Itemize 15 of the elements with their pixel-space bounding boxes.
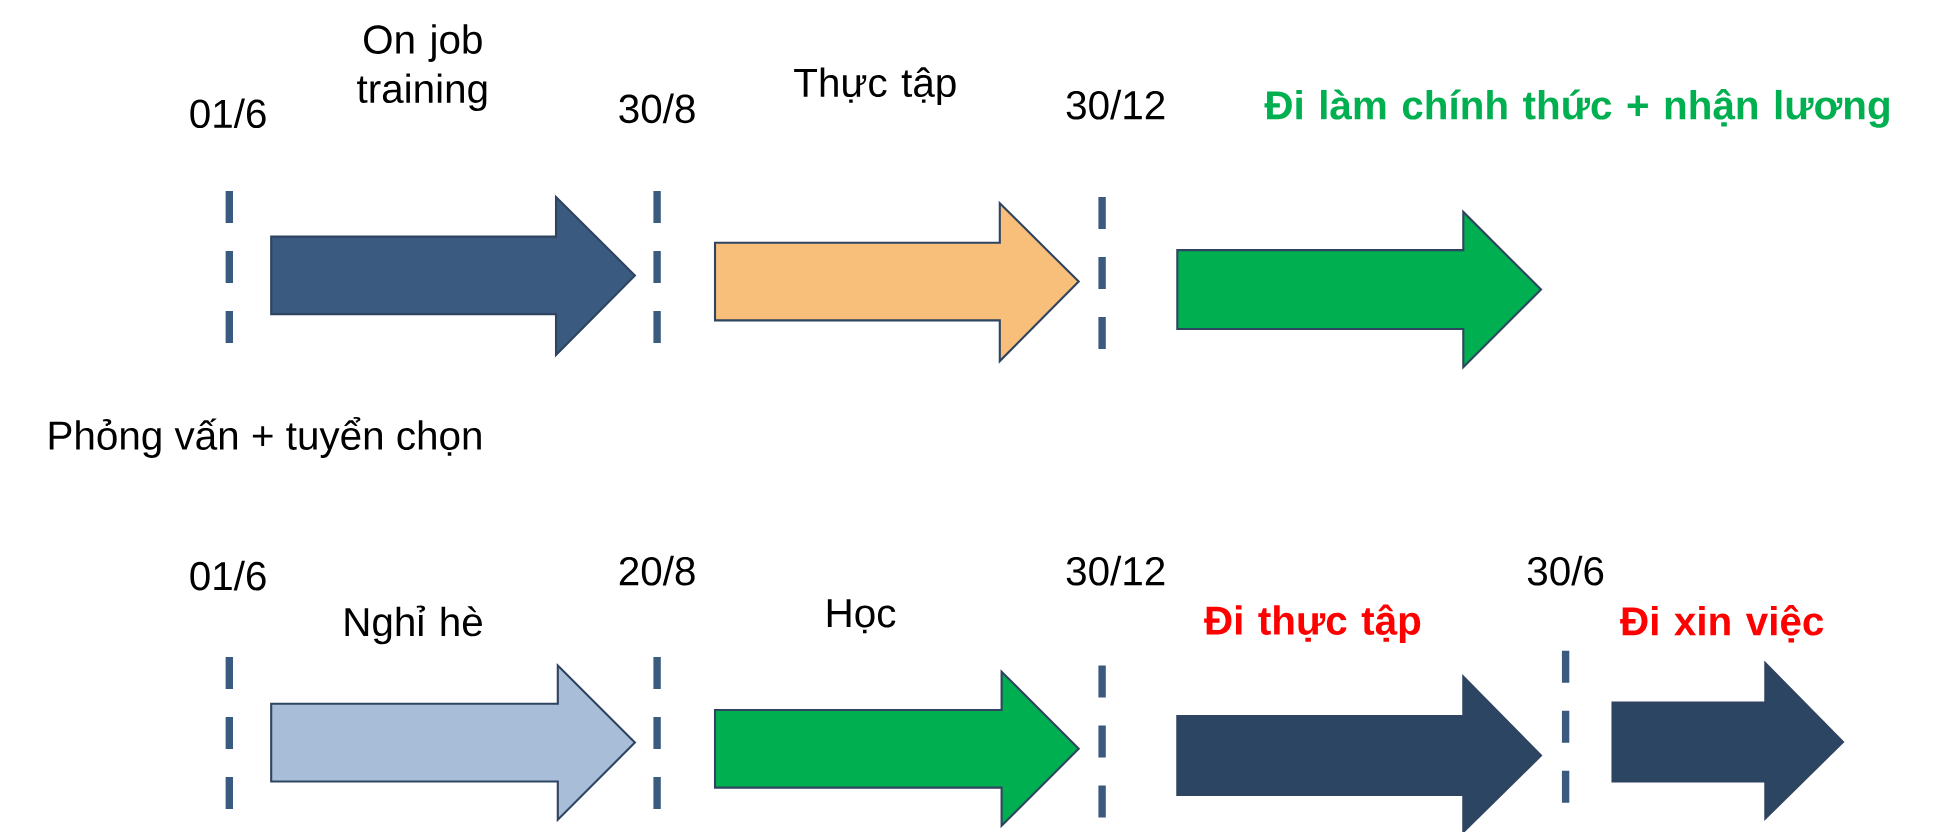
date-label: Phỏng vấn + tuyển chọn [49,416,481,458]
arrow-caption: On job training [357,24,487,112]
arrow-caption: Đi xin việc [1620,605,1824,643]
date-label: 01/6 [190,560,266,591]
date-label: 30/12 [1066,89,1165,120]
arrow-caption: Nghỉ hè [345,605,482,645]
date-label: 20/8 [619,555,695,586]
date-label: 01/6 [190,98,266,129]
date-label: 30/6 [1527,555,1604,586]
date-label: 30/12 [1066,555,1165,586]
arrow-caption: Thực tập [794,67,956,106]
arrow-caption: Đi làm chính thức + nhận lương [1264,89,1889,128]
date-label: 30/8 [619,93,695,124]
arrow-caption: Đi thực tập [1204,604,1421,643]
arrow-caption: Học [827,599,896,634]
